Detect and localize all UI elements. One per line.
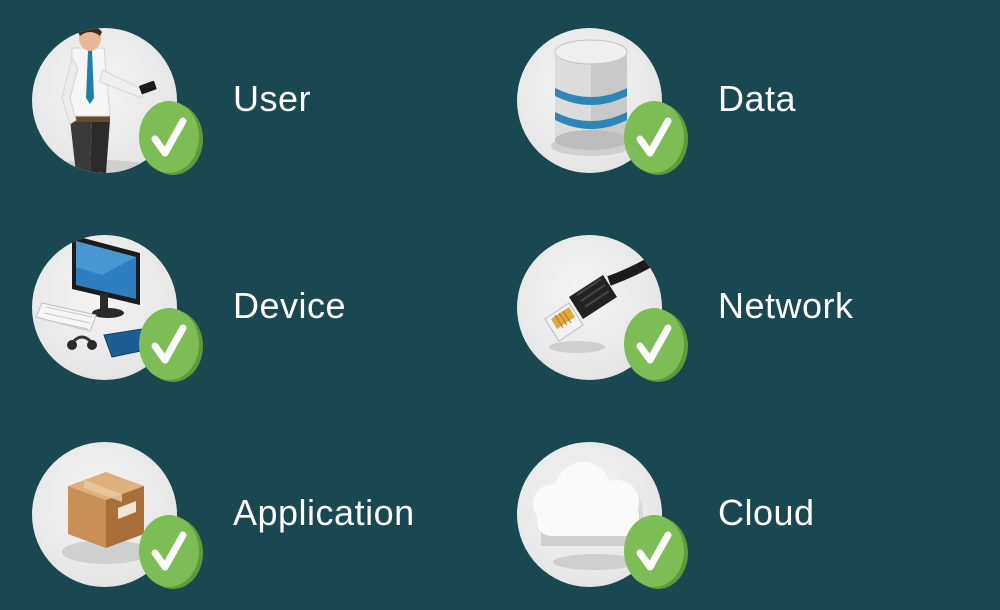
item-application: Application <box>32 442 472 602</box>
user-with-phone-icon <box>32 28 177 173</box>
cloud-icon <box>517 442 662 587</box>
item-user: User <box>32 28 472 188</box>
item-label-application: Application <box>233 492 415 533</box>
item-label-user: User <box>233 78 312 119</box>
item-network: Network <box>517 235 957 395</box>
item-label-cloud: Cloud <box>718 492 815 533</box>
checkmark-icon <box>624 308 688 382</box>
item-label-data: Data <box>718 78 797 119</box>
item-data: Data <box>517 28 957 188</box>
checkmark-icon <box>139 101 203 175</box>
checkmark-icon <box>139 515 203 589</box>
checkmark-icon <box>139 308 203 382</box>
checkmark-icon <box>624 515 688 589</box>
item-cloud: Cloud <box>517 442 957 602</box>
item-device: Device <box>32 235 472 395</box>
item-label-network: Network <box>718 285 854 326</box>
item-label-device: Device <box>233 285 347 326</box>
checkmark-icon <box>624 101 688 175</box>
